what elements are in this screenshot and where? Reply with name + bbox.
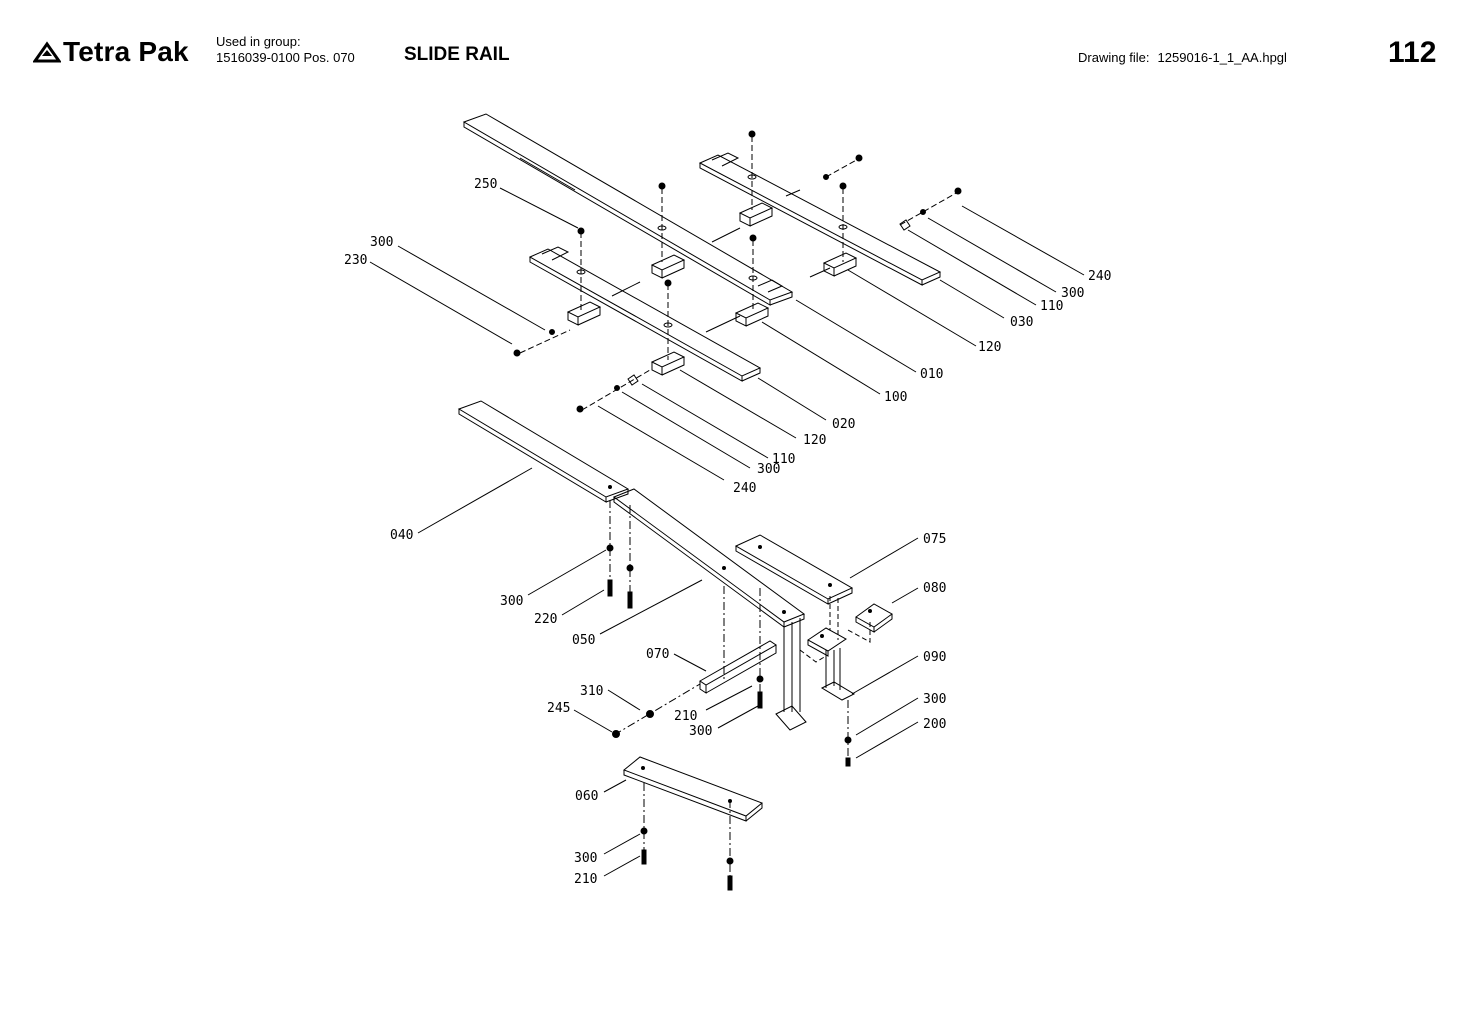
- callout-230: 230: [344, 253, 367, 268]
- drawing-file: Drawing file: 1259016-1_1_AA.hpgl: [1078, 50, 1287, 65]
- callout-300-lower-mid: 300: [689, 724, 712, 739]
- group-value: 1516039-0100 Pos. 070: [216, 50, 355, 65]
- callout-310: 310: [580, 684, 603, 699]
- callout-050: 050: [572, 633, 595, 648]
- parts-drawing: [369, 113, 1085, 891]
- callout-110-left: 110: [772, 452, 795, 467]
- callout-240-left: 240: [733, 481, 756, 496]
- callout-020: 020: [832, 417, 855, 432]
- brand: Tetra Pak: [33, 36, 189, 68]
- callout-075: 075: [923, 532, 946, 547]
- callout-110-right: 110: [1040, 299, 1063, 314]
- brand-name: Tetra Pak: [63, 36, 189, 67]
- callout-040: 040: [390, 528, 413, 543]
- callout-120-right: 120: [978, 340, 1001, 355]
- callout-200: 200: [923, 717, 946, 732]
- callout-300-right: 300: [1061, 286, 1084, 301]
- callout-120-left: 120: [803, 433, 826, 448]
- callout-090: 090: [923, 650, 946, 665]
- drawing-file-value: 1259016-1_1_AA.hpgl: [1157, 50, 1287, 65]
- callout-250: 250: [474, 177, 497, 192]
- callout-060: 060: [575, 789, 598, 804]
- tetra-pak-logo-icon: [33, 41, 61, 63]
- callout-300-bottom: 300: [574, 851, 597, 866]
- callout-080: 080: [923, 581, 946, 596]
- callout-220: 220: [534, 612, 557, 627]
- callout-210-bottom: 210: [574, 872, 597, 887]
- callout-245: 245: [547, 701, 570, 716]
- callout-100: 100: [884, 390, 907, 405]
- callout-070: 070: [646, 647, 669, 662]
- page-title: SLIDE RAIL: [404, 44, 510, 65]
- callout-030: 030: [1010, 315, 1033, 330]
- group-info: Used in group: 1516039-0100 Pos. 070: [216, 34, 355, 66]
- callout-300-lower-left: 300: [500, 594, 523, 609]
- callout-labels: 250 300 230 240 300 110 030 120 010 100 …: [344, 177, 1111, 887]
- callout-300-mid: 300: [757, 462, 780, 477]
- callout-210-mid: 210: [674, 709, 697, 724]
- callout-240-right: 240: [1088, 269, 1111, 284]
- callout-300-top-left: 300: [370, 235, 393, 250]
- page-number: 112: [1388, 36, 1437, 69]
- callout-300-lower-right: 300: [923, 692, 946, 707]
- group-label: Used in group:: [216, 34, 301, 49]
- callout-010: 010: [920, 367, 943, 382]
- drawing-file-label: Drawing file:: [1078, 50, 1150, 65]
